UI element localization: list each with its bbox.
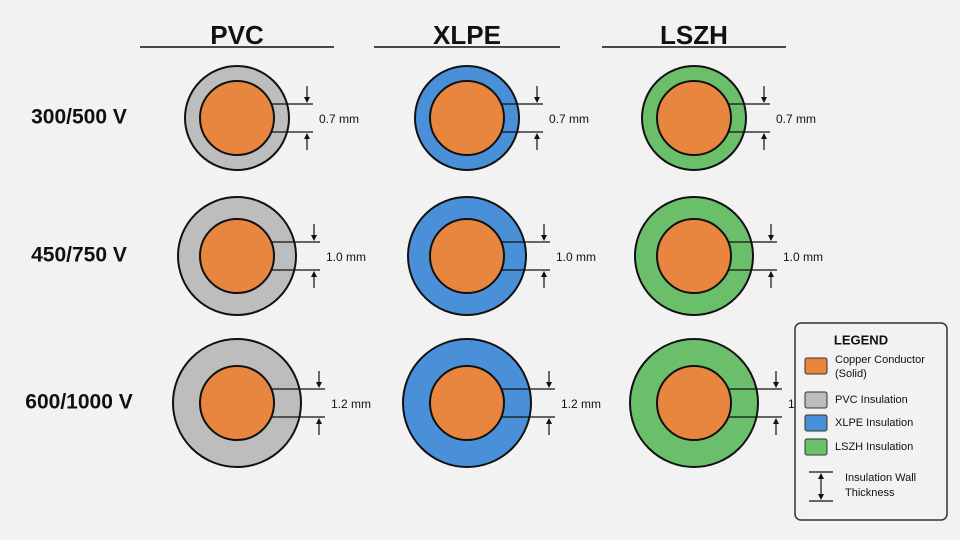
copper-conductor <box>429 80 505 156</box>
dimension-arrow-up-icon <box>818 473 824 479</box>
copper-conductor <box>656 218 732 294</box>
row-labels: 300/500 V 450/750 V 600/1000 V <box>25 106 132 414</box>
copper-conductor <box>656 365 732 441</box>
dimension-arrow-down-icon <box>534 97 540 103</box>
cable-lszh-1: 1.0 mm <box>634 196 823 316</box>
column-header-xlpe: XLPE <box>433 20 501 50</box>
cable-pvc-2: 1.2 mm <box>172 338 371 468</box>
dimension-arrow-up-icon <box>534 133 540 139</box>
thickness-label: 1.0 mm <box>556 250 596 264</box>
copper-conductor <box>199 365 275 441</box>
dimension-arrow-up-icon <box>761 133 767 139</box>
legend-label-copper: Copper Conductor <box>835 354 925 366</box>
dimension-arrow-up-icon <box>768 271 774 277</box>
legend-swatch-xlpe <box>804 414 828 432</box>
dimension-arrow-down-icon <box>761 97 767 103</box>
row-label-voltage: 450/750 V <box>31 244 127 267</box>
copper-conductor <box>429 365 505 441</box>
copper-conductor <box>429 218 505 294</box>
legend-label-wall-thickness: Insulation Wall <box>845 472 916 484</box>
copper-conductor <box>656 80 732 156</box>
dimension-arrow-down-icon <box>773 382 779 388</box>
column-headers: PVC XLPE LSZH <box>140 20 786 50</box>
thickness-label: 1.2 mm <box>561 397 601 411</box>
dimension-arrow-up-icon <box>316 418 322 424</box>
copper-conductor <box>199 80 275 156</box>
dimension-arrow-up-icon <box>546 418 552 424</box>
legend-swatch-copper <box>804 357 828 375</box>
legend-panel: LEGEND Copper Conductor (Solid) PVC Insulat… <box>794 322 948 521</box>
thickness-label: 1.2 mm <box>331 397 371 411</box>
legend-label-xlpe: XLPE Insulation <box>835 417 913 429</box>
dimension-arrow-up-icon <box>304 133 310 139</box>
thickness-label: 1.0 mm <box>326 250 366 264</box>
cable-xlpe-1: 1.0 mm <box>407 196 596 316</box>
dimension-arrow-down-icon <box>311 235 317 241</box>
thickness-label: 1.0 mm <box>783 250 823 264</box>
dimension-arrow-down-icon <box>768 235 774 241</box>
cable-cross-sections: 0.7 mm 0.7 mm 0.7 mm 1.0 mm 1.0 mm 1.0 mm 1.2 … <box>172 65 828 468</box>
dimension-arrow-down-icon <box>546 382 552 388</box>
legend-box <box>794 322 948 521</box>
legend-title: LEGEND <box>834 332 888 347</box>
column-header-pvc: PVC <box>210 20 264 50</box>
row-label-voltage: 600/1000 V <box>25 391 132 414</box>
legend-label-wall-thickness: Thickness <box>845 487 895 499</box>
dimension-arrow-down-icon <box>818 494 824 500</box>
cable-xlpe-0: 0.7 mm <box>414 65 589 171</box>
thickness-label: 0.7 mm <box>776 112 816 126</box>
column-header-lszh: LSZH <box>660 20 728 50</box>
thickness-label: 0.7 mm <box>319 112 359 126</box>
legend-swatch-lszh <box>804 438 828 456</box>
legend-label-copper: (Solid) <box>835 368 867 380</box>
cable-xlpe-2: 1.2 mm <box>402 338 601 468</box>
copper-conductor <box>199 218 275 294</box>
dimension-arrow-down-icon <box>304 97 310 103</box>
dimension-arrow-up-icon <box>773 418 779 424</box>
row-label-voltage: 300/500 V <box>31 106 127 129</box>
legend-label-lszh: LSZH Insulation <box>835 441 913 453</box>
thickness-label: 0.7 mm <box>549 112 589 126</box>
cable-pvc-0: 0.7 mm <box>184 65 359 171</box>
dimension-arrow-up-icon <box>311 271 317 277</box>
legend-swatch-pvc <box>804 391 828 409</box>
dimension-arrow-down-icon <box>316 382 322 388</box>
dimension-arrow-down-icon <box>541 235 547 241</box>
cable-lszh-0: 0.7 mm <box>641 65 816 171</box>
legend-label-pvc: PVC Insulation <box>835 394 908 406</box>
dimension-arrow-up-icon <box>541 271 547 277</box>
cable-pvc-1: 1.0 mm <box>177 196 366 316</box>
